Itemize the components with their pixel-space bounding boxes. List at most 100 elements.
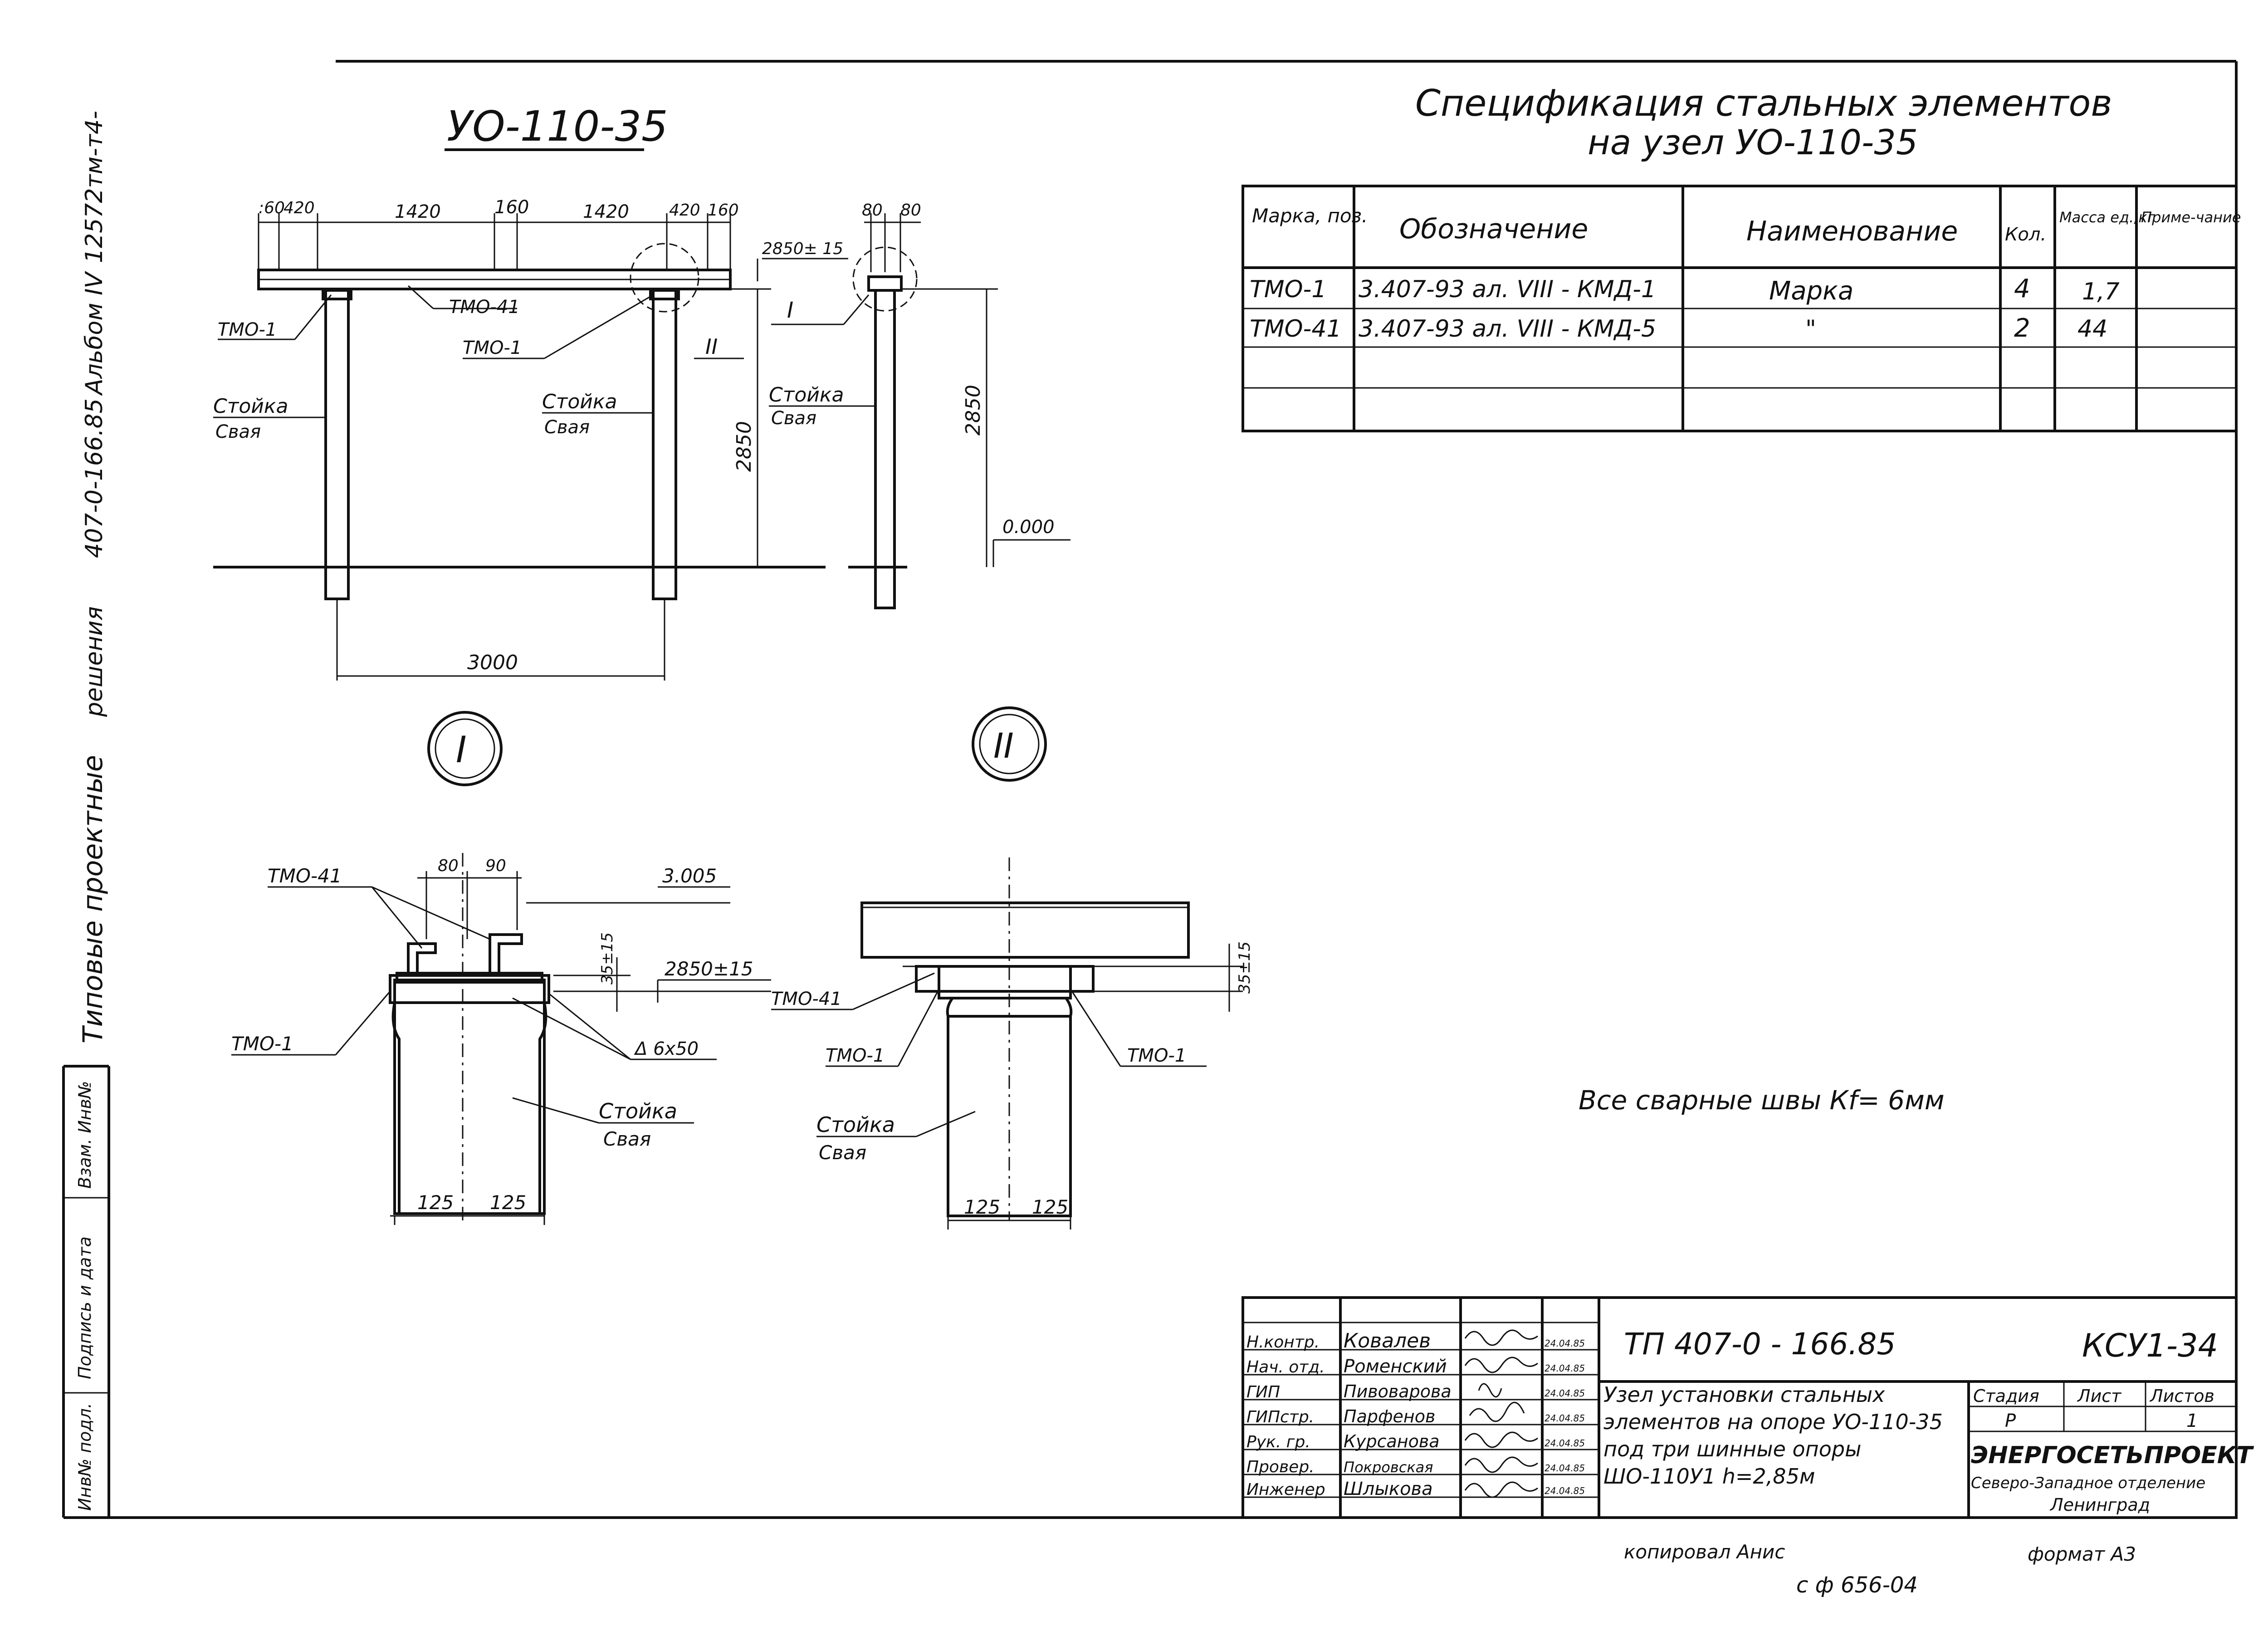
title-block: Н.контр. Ковалев 24.04.85 Нач. отд. Роме… — [1242, 1296, 2254, 1519]
signature-2 — [1478, 1383, 1502, 1398]
label-svaya-right: Свая — [544, 417, 590, 438]
cell-r1-c2: " — [1805, 315, 1816, 343]
org-name: ЭНЕРГОСЕТЬПРОЕКТ — [1971, 1442, 2254, 1469]
detail-ii-circle — [972, 706, 1047, 782]
role-5: Провер. — [1246, 1458, 1315, 1476]
cell-r0-c4: 1,7 — [2082, 278, 2120, 305]
detail-i-plate — [389, 974, 550, 1004]
front-view: :60 420 1420 160 1420 420 160 3000 2850 … — [213, 197, 826, 681]
detail-ii-label: II — [993, 725, 1014, 766]
role-0: Н.контр. — [1246, 1333, 1320, 1352]
org-branch: Северо-Западное отделение — [1971, 1474, 2205, 1492]
cell-r0-c1: 3.407-93 ал. VIII - КМД-1 — [1359, 276, 1656, 303]
detail-i-post — [393, 979, 546, 1215]
side-code: 12572тм-т4- — [81, 111, 108, 263]
detail-i-circle — [427, 711, 503, 786]
cell-r1-c4: 44 — [2077, 315, 2107, 343]
name-4: Курсанова — [1344, 1431, 1440, 1451]
label-section-ii: II — [705, 334, 718, 359]
signature-4 — [1464, 1431, 1538, 1448]
date-2: 24.04.85 — [1545, 1388, 1585, 1399]
dim-top-0: :60 — [259, 199, 285, 217]
label-stoika-left: Стойка — [213, 395, 288, 418]
box-replace-inv: Взам. Инв№ — [75, 1081, 95, 1189]
d1-tmo1: ТМО-1 — [231, 1033, 293, 1055]
signature-0 — [1464, 1329, 1538, 1346]
signature-5 — [1464, 1456, 1538, 1473]
date-5: 24.04.85 — [1545, 1463, 1585, 1474]
detail-ii-marker — [630, 243, 699, 313]
footer-copied: копировал Анис — [1624, 1541, 1785, 1563]
spec-title-1: Спецификация стальных элементов — [1415, 82, 2112, 124]
role-6: Инженер — [1246, 1480, 1325, 1499]
cell-r0-c3: 4 — [2014, 274, 2030, 304]
side-post — [874, 289, 896, 609]
margin-labels: 12572тм-т4- 407-0-166.85 Альбом IV Типов… — [75, 111, 109, 1511]
th-mass: Масса ед.,кг — [2059, 209, 2155, 226]
stage-value: Р — [2005, 1411, 2016, 1431]
dim-top-3: 160 — [494, 197, 529, 218]
sheet-code: КСУ1-34 — [2082, 1327, 2218, 1364]
th-designation: Обозначение — [1399, 213, 1588, 245]
desc-line-0: Узел установки стальных — [1603, 1382, 1885, 1407]
d2-svaya: Свая — [819, 1141, 866, 1164]
box-inv-original: Инв№ подл. — [75, 1403, 95, 1511]
doc-code: ТП 407-0 - 166.85 — [1624, 1327, 1896, 1362]
date-4: 24.04.85 — [1545, 1438, 1585, 1449]
drawing-title: УО-110-35 — [447, 102, 668, 151]
d1-dim-b0: 125 — [417, 1191, 454, 1214]
stage-header: Стадия — [1973, 1386, 2039, 1406]
detail-i-marker — [852, 246, 918, 312]
dim-top-5: 420 — [669, 201, 700, 220]
d1-svaya: Свая — [603, 1128, 651, 1150]
detail-ii-beam — [860, 901, 1190, 959]
cell-r0-c2: Марка — [1769, 276, 1853, 306]
name-0: Ковалев — [1344, 1329, 1431, 1352]
desc-line-2: под три шинные опоры — [1603, 1437, 1861, 1461]
height-dim: 2850 — [733, 421, 756, 472]
side-height: 2850 — [962, 385, 985, 436]
th-qty: Кол. — [2005, 224, 2046, 245]
sheet-header: Лист — [2077, 1386, 2122, 1406]
weld-note: Все сварные швы Кf= 6мм — [1579, 1085, 1945, 1116]
sheets-header: Листов — [2149, 1386, 2214, 1406]
detail-ii: II 35±15 ТМО-41 ТМО-1 ТМО-1 Стойка Свая … — [771, 706, 1254, 1230]
detail-i: I 80 90 ТМО-41 3.005 35±15 285 — [231, 711, 771, 1225]
side-sec-i: I — [787, 298, 793, 323]
d1-elev-top: 3.005 — [662, 865, 717, 887]
d2-dim-b0: 125 — [964, 1196, 1000, 1218]
name-3: Парфенов — [1344, 1406, 1435, 1426]
d2-dim-b1: 125 — [1032, 1196, 1068, 1218]
d1-elev: 2850±15 — [665, 958, 753, 980]
cell-r1-c3: 2 — [2014, 314, 2030, 343]
span-dim: 3000 — [467, 651, 518, 674]
signature-6 — [1464, 1481, 1538, 1498]
desc-line-3: ШО-110У1 h=2,85м — [1603, 1464, 1815, 1489]
d2-tmo1-left: ТМО-1 — [826, 1045, 885, 1066]
d1-dim-b1: 125 — [490, 1191, 526, 1214]
name-2: Пивоварова — [1344, 1381, 1452, 1401]
d2-tmo41: ТМО-41 — [771, 989, 842, 1009]
dim-top-4: 1420 — [583, 201, 629, 222]
box-signature-date: Подпись и дата — [75, 1236, 95, 1379]
label-svaya-left: Свая — [215, 421, 261, 442]
dim-top-6: 160 — [708, 201, 739, 220]
label-tmo1-mid: ТМО-1 — [463, 338, 522, 358]
role-4: Рук. гр. — [1246, 1433, 1310, 1451]
d2-stoika: Стойка — [816, 1112, 895, 1137]
side-svaya: Свая — [771, 408, 816, 429]
dim-top-1: 420 — [284, 199, 315, 217]
d2-tmo1-right: ТМО-1 — [1127, 1045, 1186, 1066]
d1-35: 35±15 — [598, 932, 616, 985]
side-album-number: 407-0-166.85 — [81, 398, 108, 558]
role-3: ГИПстр. — [1246, 1408, 1314, 1426]
signature-1 — [1464, 1357, 1538, 1373]
spec-table: Марка, поз. Обозначение Наименование Кол… — [1242, 185, 2241, 432]
label-tmo1-left: ТМО-1 — [218, 319, 277, 340]
date-3: 24.04.85 — [1545, 1413, 1585, 1424]
spec-title-2: на узел УО-110-35 — [1588, 122, 1918, 162]
label-tmo41: ТМО-41 — [449, 297, 520, 318]
cell-r0-c0: ТМО-1 — [1250, 276, 1326, 303]
th-mark: Марка, поз. — [1252, 205, 1368, 227]
